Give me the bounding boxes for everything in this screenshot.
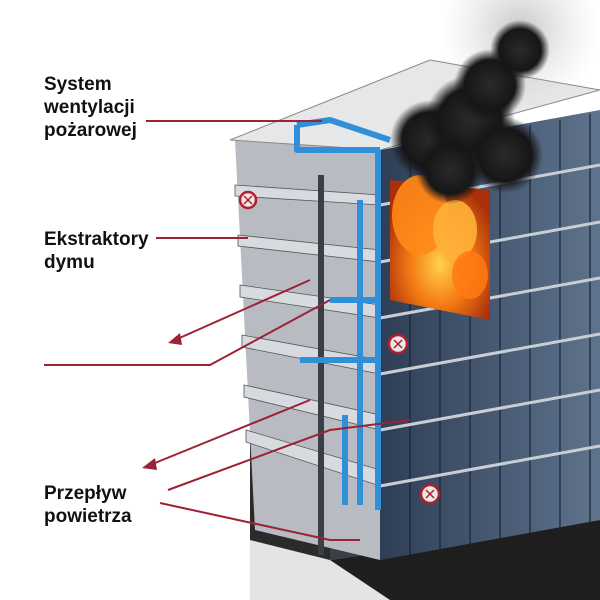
airflow-leader-line-1 bbox=[167, 419, 411, 491]
fan-extractor-icon bbox=[419, 483, 441, 505]
airflow-arrow-left-mid bbox=[44, 299, 331, 366]
smoke-plume bbox=[390, 0, 600, 204]
fire bbox=[390, 175, 490, 320]
arrow-heads bbox=[142, 333, 182, 470]
fan-extractor-icon bbox=[387, 333, 409, 355]
airflow-arrow-low bbox=[149, 399, 311, 466]
leader-lines bbox=[44, 120, 411, 541]
ventilation-ducts bbox=[294, 117, 391, 510]
airflow-leader-line-2 bbox=[159, 502, 360, 541]
ventilation-system-label: System wentylacji pożarowej bbox=[44, 74, 137, 141]
fan-extractor-icon bbox=[238, 190, 258, 210]
airflow-arrow-up bbox=[174, 279, 311, 341]
air-flow-label: Przepływ powietrza bbox=[44, 483, 132, 527]
smoke-extractors-label: Ekstraktory dymu bbox=[44, 229, 149, 273]
